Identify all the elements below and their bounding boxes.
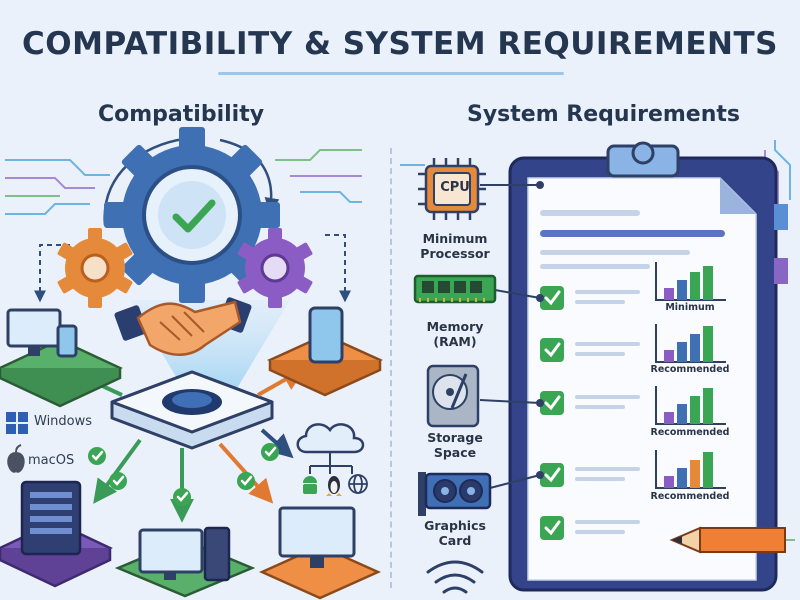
apple-logo-icon [7, 444, 25, 473]
check-row [540, 286, 640, 310]
check-row [540, 463, 640, 487]
handshake-icon [114, 297, 252, 356]
server-tower-icon [0, 480, 113, 588]
check-row [540, 391, 640, 415]
globe-icon [348, 474, 368, 494]
desktop-tablet-platform-icon [0, 308, 123, 408]
pencil-icon [669, 526, 786, 554]
check-row [540, 338, 640, 362]
graphics-card-icon [418, 472, 492, 516]
windows-label: Windows [34, 414, 93, 429]
requirement-label-memory: Memory (RAM) [410, 319, 500, 349]
title-underline [218, 72, 564, 75]
hard-drive-icon [426, 364, 480, 428]
page-title: COMPATIBILITY & SYSTEM REQUIREMENTS [22, 26, 778, 62]
label-line: Space [433, 445, 477, 460]
chart-caption: Recommended [650, 491, 730, 502]
clipboard-text-lines [540, 210, 725, 269]
desktop-pc-icon [114, 526, 256, 598]
label-line: Processor [420, 246, 490, 261]
mini-bar-chart [655, 386, 726, 425]
label-line: (RAM) [433, 334, 477, 349]
wifi-icon [426, 560, 484, 594]
cloud-icon [296, 423, 365, 474]
dashed-connectors [34, 234, 351, 303]
chart-caption: Recommended [650, 364, 730, 375]
label-line: Graphics [424, 518, 486, 533]
mini-bar-chart [655, 324, 726, 363]
cpu-chip-icon [418, 158, 486, 220]
chart-caption: Minimum [665, 302, 715, 313]
circuit-lines-left [5, 149, 362, 215]
mini-bar-chart [655, 450, 726, 489]
label-line: Storage [427, 430, 483, 445]
check-row [540, 516, 640, 540]
ram-stick-icon [413, 274, 497, 304]
requirement-label-storage: Storage Space [410, 430, 500, 460]
requirement-label-processor: Minimum Processor [410, 231, 500, 261]
label-line: Card [438, 533, 472, 548]
orange-gear-icon [57, 228, 133, 308]
section-divider [390, 148, 392, 588]
system-requirements-heading: System Requirements [467, 102, 741, 127]
macos-label: macOS [28, 453, 75, 468]
label-line: Minimum [422, 231, 488, 246]
monitor-platform-icon [258, 506, 382, 600]
windows-logo-icon [6, 412, 28, 434]
requirement-label-graphics: Graphics Card [410, 518, 500, 548]
requirement-connectors [479, 181, 544, 489]
linux-icon [326, 476, 342, 496]
mini-bar-chart [655, 262, 726, 301]
cpu-chip-label: CPU [440, 180, 470, 195]
check-badges [88, 443, 279, 506]
checklist-rows [540, 286, 640, 540]
phone-platform-icon [266, 306, 384, 397]
compatibility-heading: Compatibility [98, 102, 265, 127]
android-icon [303, 476, 317, 494]
chart-caption: Recommended [650, 427, 730, 438]
label-line: Memory [426, 319, 484, 334]
central-hub-icon [110, 370, 274, 450]
purple-gear-icon [237, 228, 313, 308]
